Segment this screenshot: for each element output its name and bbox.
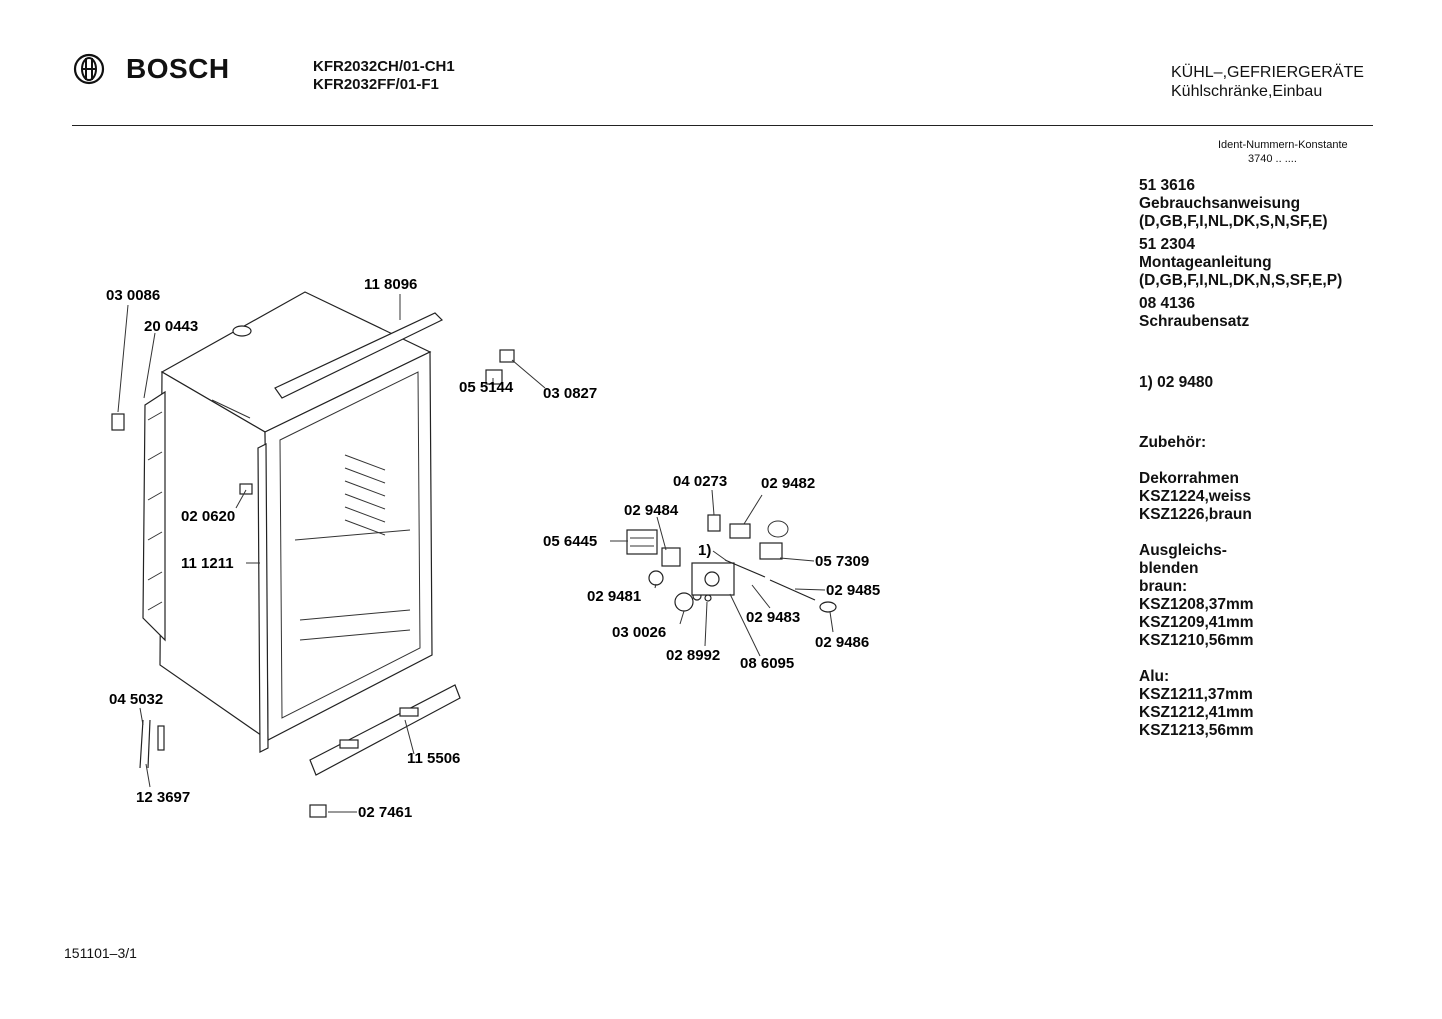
document-entry: 51 2304 Montageanleitung (D,GB,F,I,NL,DK… xyxy=(1139,236,1342,290)
category-subtitle: Kühlschränke,Einbau xyxy=(1171,83,1323,100)
bosch-logo-icon xyxy=(73,53,105,85)
document-title: Schraubensatz xyxy=(1139,313,1250,330)
part-label: 20 0443 xyxy=(144,318,198,335)
header-divider xyxy=(72,125,1373,126)
ident-label: Ident-Nummern-Konstante xyxy=(1218,139,1348,151)
part-label: 02 9483 xyxy=(746,609,800,626)
part-label: 04 0273 xyxy=(673,473,727,490)
model-number: KFR2032CH/01-CH1 xyxy=(313,58,455,75)
part-label: 03 0827 xyxy=(543,385,597,402)
document-number: 08 4136 xyxy=(1139,295,1196,312)
part-label: 08 6095 xyxy=(740,655,794,672)
alu-item: KSZ1212,41mm xyxy=(1139,704,1254,721)
part-label: 1) xyxy=(698,542,711,559)
blend-item: KSZ1210,56mm xyxy=(1139,632,1254,649)
part-label: 02 0620 xyxy=(181,508,235,525)
part-label: 11 1211 xyxy=(181,555,234,572)
shelf-guides xyxy=(344,454,386,536)
part-label: 05 6445 xyxy=(543,533,597,550)
part-label: 12 3697 xyxy=(136,789,190,806)
document-id: 151101–3/1 xyxy=(64,945,137,961)
part-label: 11 5506 xyxy=(407,750,460,767)
small-parts xyxy=(111,349,837,818)
model-numbers: KFR2032CH/01-CH1 KFR2032FF/01-F1 xyxy=(313,58,455,94)
model-number: KFR2032FF/01-F1 xyxy=(313,76,439,93)
blend-color: braun: xyxy=(1139,578,1188,595)
alu-item: KSZ1213,56mm xyxy=(1139,722,1254,739)
document-title: Montageanleitung xyxy=(1139,254,1272,271)
part-label: 02 9482 xyxy=(761,475,815,492)
part-label: 03 0026 xyxy=(612,624,666,641)
category-title: KÜHL–,GEFRIERGERÄTE xyxy=(1171,64,1364,81)
accessories-list: Zubehör: Dekorrahmen KSZ1224,weiss KSZ12… xyxy=(1139,434,1254,740)
part-label: 02 7461 xyxy=(358,804,412,821)
part-label: 03 0086 xyxy=(106,287,160,304)
part-label: 05 5144 xyxy=(459,379,514,396)
cabinet-drawing xyxy=(142,291,461,776)
decor-item: KSZ1226,braun xyxy=(1139,506,1252,523)
part-label: 05 7309 xyxy=(815,553,869,570)
document-list: 51 3616 Gebrauchsanweisung (D,GB,F,I,NL,… xyxy=(1139,177,1342,336)
part-label: 02 9485 xyxy=(826,582,880,599)
blend-item: KSZ1208,37mm xyxy=(1139,596,1254,613)
accessories-heading: Zubehör: xyxy=(1139,434,1207,451)
category: KÜHL–,GEFRIERGERÄTE Kühlschränke,Einbau xyxy=(1171,63,1364,101)
ident-value: 3740 .. .... xyxy=(1248,153,1297,165)
part-label: 02 9481 xyxy=(587,588,641,605)
ident-constant: Ident-Nummern-Konstante 3740 .. .... xyxy=(1218,138,1348,166)
part-label: 11 8096 xyxy=(364,276,417,293)
document-number: 51 3616 xyxy=(1139,177,1196,194)
brand-name: BOSCH xyxy=(126,53,230,84)
document-number: 51 2304 xyxy=(1139,236,1196,253)
document-languages: (D,GB,F,I,NL,DK,N,S,SF,E,P) xyxy=(1139,272,1343,289)
document-entry: 51 3616 Gebrauchsanweisung (D,GB,F,I,NL,… xyxy=(1139,177,1342,231)
part-label: 02 9484 xyxy=(624,502,679,519)
part-label: 02 8992 xyxy=(666,647,720,664)
part-label: 02 9486 xyxy=(815,634,869,651)
alu-item: KSZ1211,37mm xyxy=(1139,686,1253,703)
blend-item: KSZ1209,41mm xyxy=(1139,614,1254,631)
blend-title: blenden xyxy=(1139,560,1199,577)
brand: BOSCH xyxy=(72,52,230,86)
callout-labels: 03 0086 20 0443 11 8096 03 0827 05 5144 … xyxy=(106,276,880,821)
decor-title: Dekorrahmen xyxy=(1139,470,1239,487)
part-label: 04 5032 xyxy=(109,691,163,708)
footnote: 1) 02 9480 xyxy=(1139,374,1214,391)
document-entry: 08 4136 Schraubensatz xyxy=(1139,295,1342,331)
document-title: Gebrauchsanweisung xyxy=(1139,195,1301,212)
document-languages: (D,GB,F,I,NL,DK,S,N,SF,E) xyxy=(1139,213,1328,230)
decor-item: KSZ1224,weiss xyxy=(1139,488,1252,505)
alu-title: Alu: xyxy=(1139,668,1170,685)
leader-lines xyxy=(117,294,834,813)
blend-title: Ausgleichs- xyxy=(1139,542,1227,559)
